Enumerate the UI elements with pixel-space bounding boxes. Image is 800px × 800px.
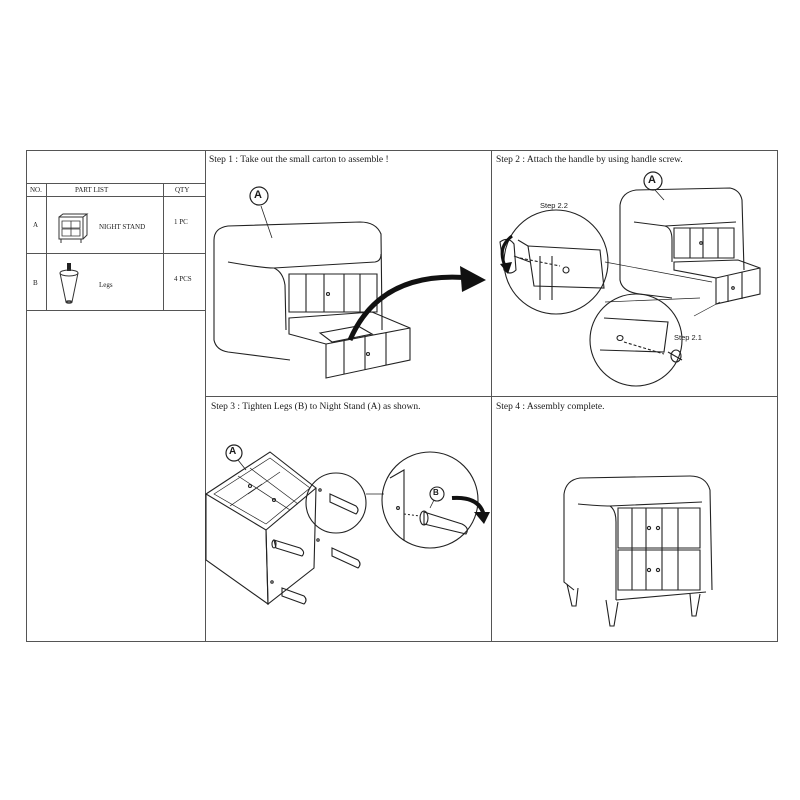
divider-middle-row xyxy=(205,396,778,397)
step-2-1-label: Step 2.1 xyxy=(674,333,702,342)
step-3-callout-b: B xyxy=(433,488,439,497)
step-3-callout-a: A xyxy=(229,446,237,457)
leg-icon xyxy=(59,263,79,305)
row-a-qty: 1 PC xyxy=(174,218,188,226)
parts-table-no-col xyxy=(46,183,47,310)
row-b-qty: 4 PCS xyxy=(174,275,192,283)
row-a-no: A xyxy=(33,221,39,229)
row-b-no: B xyxy=(33,279,38,287)
step-2-2-label: Step 2.2 xyxy=(540,201,568,210)
parts-table-row-b-bottom xyxy=(27,310,205,311)
step-4-title: Step 4 : Assembly complete. xyxy=(496,402,605,412)
instruction-sheet: NO. PART LIST QTY A NIGHT STAND 1 PC B L… xyxy=(26,150,778,642)
step-1-title: Step 1 : Take out the small carton to as… xyxy=(209,155,389,165)
step-2-callout-a: A xyxy=(648,174,656,186)
parts-table-qty-col xyxy=(163,183,164,310)
step-2-title: Step 2 : Attach the handle by using hand… xyxy=(496,155,683,165)
parts-table-row-a-bottom xyxy=(27,253,205,254)
parts-table-header-bottom xyxy=(27,196,205,197)
parts-table-top xyxy=(27,183,205,184)
header-qty: QTY xyxy=(175,186,190,194)
row-b-name: Legs xyxy=(99,281,113,289)
header-part-list: PART LIST xyxy=(75,186,109,194)
step-3-title: Step 3 : Tighten Legs (B) to Night Stand… xyxy=(211,402,421,412)
row-a-name: NIGHT STAND xyxy=(99,223,146,231)
step-1-callout-a: A xyxy=(254,189,262,201)
night-stand-icon xyxy=(55,213,89,245)
header-no: NO. xyxy=(30,186,42,194)
